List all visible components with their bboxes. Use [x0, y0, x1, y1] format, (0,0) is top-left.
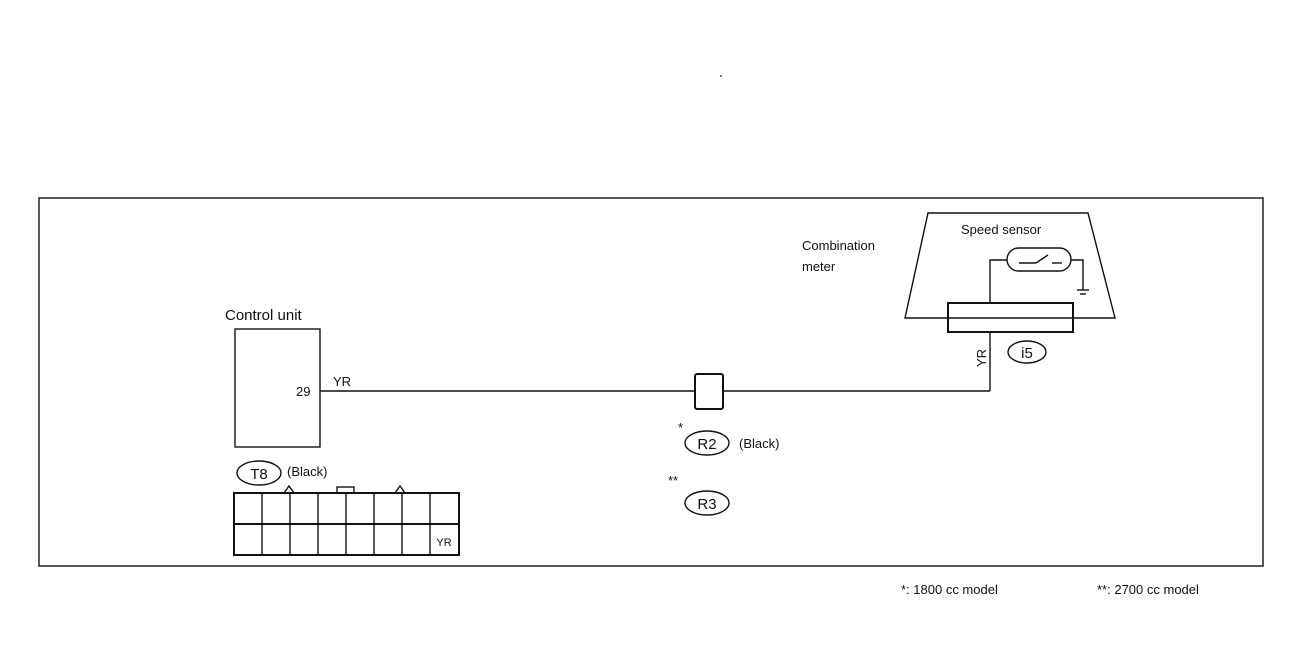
combination-meter-outline	[904, 212, 1116, 319]
t8-badge	[236, 460, 282, 486]
meter-wire-color: YR	[974, 349, 989, 367]
i5-badge	[1007, 340, 1047, 364]
speed-sensor-label: Speed sensor	[961, 222, 1042, 237]
t8-note: (Black)	[287, 464, 327, 479]
r2-badge	[684, 430, 730, 456]
control-unit-title: Control unit	[225, 307, 303, 324]
r2-inline-connector	[694, 373, 724, 410]
control-unit-wire-color: YR	[333, 374, 351, 389]
meter-title-line2: meter	[802, 259, 836, 274]
r2-note: (Black)	[739, 436, 779, 451]
speck	[720, 75, 722, 77]
control-unit-pin: 29	[296, 384, 310, 399]
diagram-frame	[38, 197, 1264, 567]
meter-connector-body	[947, 302, 1074, 333]
r2-marker: *	[678, 420, 683, 435]
footnote-1800cc: *: 1800 cc model	[901, 582, 998, 597]
t8-connector-face	[233, 484, 460, 556]
i5-id: i5	[1021, 345, 1033, 362]
sensor-wire-right	[1071, 259, 1084, 290]
control-unit-box	[234, 328, 321, 448]
speed-sensor-symbol	[1006, 247, 1072, 272]
ground-icon	[1077, 289, 1089, 295]
t8-pin-label: YR	[436, 537, 451, 549]
t8-id: T8	[250, 466, 268, 483]
meter-title-line1: Combination	[802, 238, 875, 253]
r3-id: R3	[697, 496, 716, 513]
footnote-2700cc: **: 2700 cc model	[1097, 582, 1199, 597]
sensor-wire-left	[989, 259, 1007, 303]
r2-id: R2	[697, 436, 716, 453]
r3-marker: **	[668, 473, 678, 488]
r3-badge	[684, 490, 730, 516]
